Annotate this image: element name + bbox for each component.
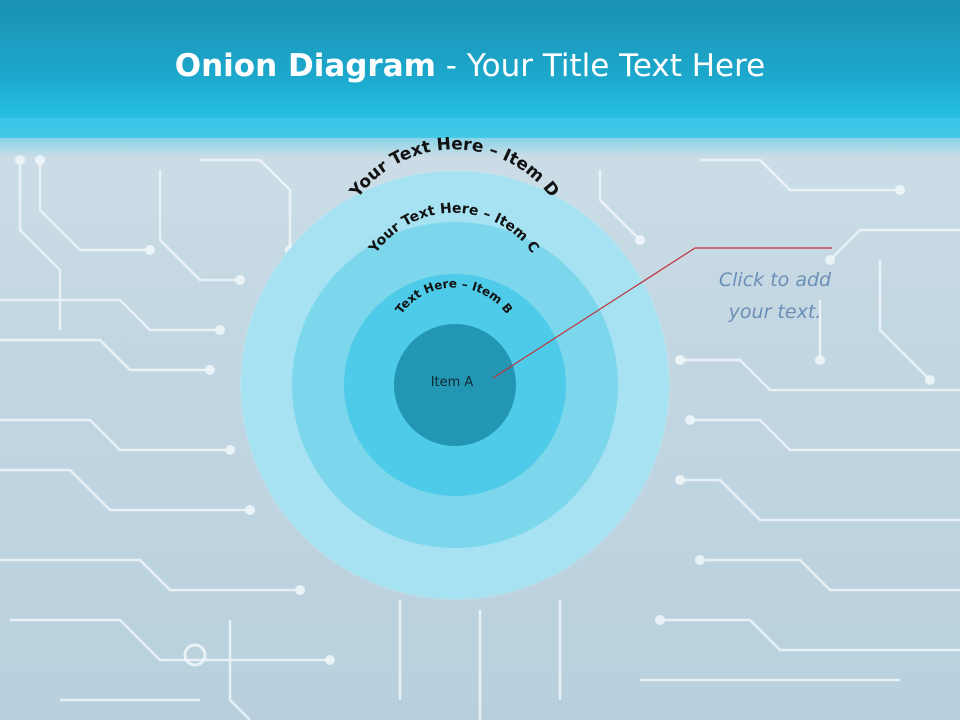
slide-title-rest: - Your Title Text Here [435,48,766,84]
callout-leader-line [492,247,832,379]
layer-a-label: Item A [431,375,474,390]
slide-title[interactable]: Onion Diagram - Your Title Text Here [0,48,940,84]
slide-title-bold: Onion Diagram [174,48,436,84]
callout-text-placeholder[interactable]: Click to add your text. [718,269,832,323]
layer-a-core[interactable] [394,324,516,446]
title-bar [0,0,960,138]
title-bar-fade [0,118,960,158]
